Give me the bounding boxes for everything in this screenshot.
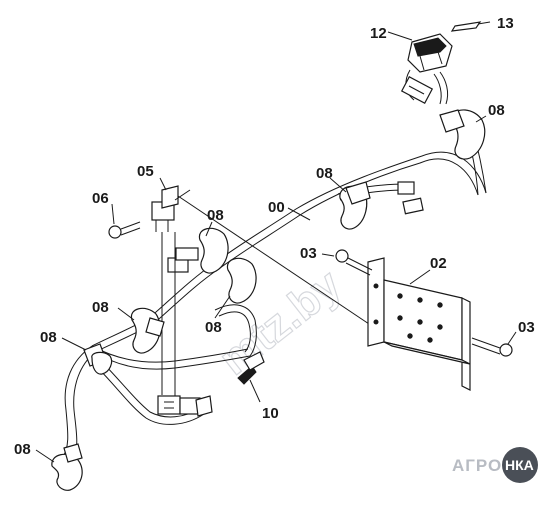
bolt-03-lower xyxy=(471,337,513,357)
logo-badge-text: НКА xyxy=(505,457,534,473)
callout-05: 05 xyxy=(137,163,154,180)
callout-08-mid: 08 xyxy=(205,319,222,336)
callout-13: 13 xyxy=(497,15,514,32)
agro-logo: АГРО НКА xyxy=(452,447,538,483)
callout-08-center: 08 xyxy=(207,207,224,224)
callout-08-upper-right: 08 xyxy=(316,165,333,182)
logo-badge-circle xyxy=(502,447,538,483)
connector-12 xyxy=(407,33,453,73)
clip-08-upper-right xyxy=(339,181,424,230)
leader-lines xyxy=(161,189,379,400)
clip-08-top xyxy=(439,109,486,160)
connector-block-upper xyxy=(400,76,434,104)
callout-08-bottom: 08 xyxy=(14,441,31,458)
clip-08-bottom xyxy=(51,443,83,491)
callout-03-lower: 03 xyxy=(518,319,535,336)
cap-13 xyxy=(450,21,482,32)
clip-08-center xyxy=(167,227,257,304)
bracket-02 xyxy=(367,257,471,391)
relay-05 xyxy=(151,185,179,232)
clip-08-left xyxy=(130,307,165,354)
connector-cluster-bottom xyxy=(157,395,213,417)
callout-10: 10 xyxy=(262,405,279,422)
callout-08-far-left: 08 xyxy=(40,329,57,346)
callout-00: 00 xyxy=(268,199,285,216)
bolt-06 xyxy=(108,221,141,239)
callout-02: 02 xyxy=(430,255,447,272)
callout-12: 12 xyxy=(370,25,387,42)
logo-text-left: АГРО xyxy=(452,456,502,475)
bolt-03-upper xyxy=(335,249,373,276)
callout-leaders xyxy=(35,21,517,463)
callout-03-upper: 03 xyxy=(300,245,317,262)
callout-08-left: 08 xyxy=(92,299,109,316)
harness-branch-10-end xyxy=(237,351,265,385)
clip-08-far-left xyxy=(83,343,113,375)
callout-08-top: 08 xyxy=(488,102,505,119)
callout-06: 06 xyxy=(92,190,109,207)
main-harness xyxy=(61,69,487,463)
